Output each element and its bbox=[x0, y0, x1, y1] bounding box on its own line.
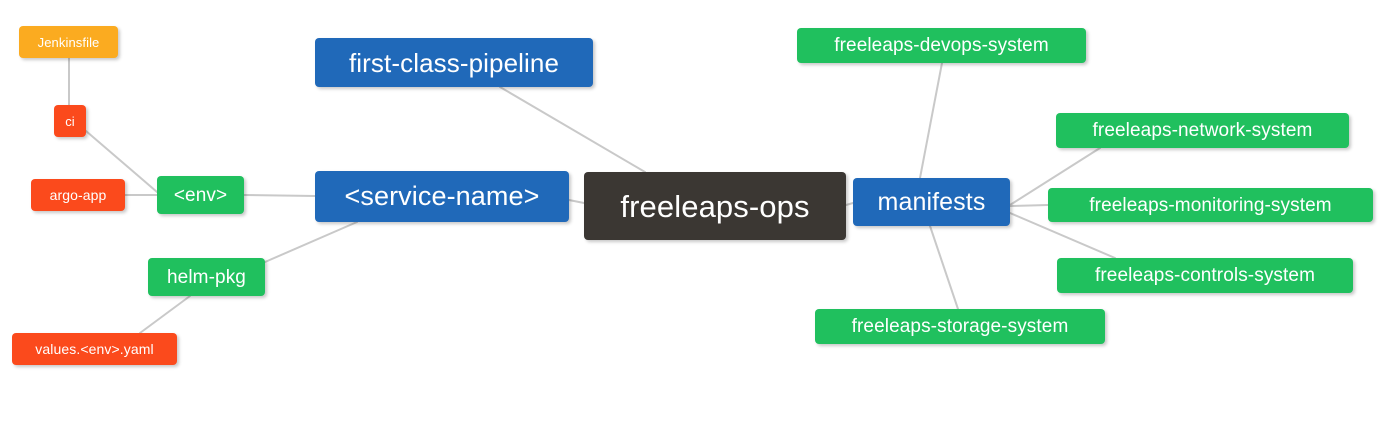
node-label-manifests: manifests bbox=[877, 187, 986, 216]
node-label-helm-pkg: helm-pkg bbox=[167, 266, 246, 288]
edge-service-name-to-helm-pkg bbox=[264, 221, 358, 263]
node-manifests[interactable]: manifests bbox=[853, 178, 1010, 226]
node-controls-system[interactable]: freeleaps-controls-system bbox=[1057, 258, 1353, 293]
node-argo-app[interactable]: argo-app bbox=[31, 179, 125, 211]
node-devops-system[interactable]: freeleaps-devops-system bbox=[797, 28, 1086, 63]
node-helm-pkg[interactable]: helm-pkg bbox=[148, 258, 265, 296]
edge-freeleaps-ops-to-manifests bbox=[845, 202, 854, 206]
node-label-service-name: <service-name> bbox=[344, 181, 540, 211]
node-label-jenkinsfile: Jenkinsfile bbox=[37, 34, 100, 50]
edge-helm-pkg-to-values-yaml bbox=[139, 295, 191, 334]
edge-manifests-to-monitoring-system bbox=[1009, 204, 1049, 207]
node-label-freeleaps-ops: freeleaps-ops bbox=[620, 188, 810, 224]
node-label-pipeline: first-class-pipeline bbox=[348, 47, 560, 78]
node-storage-system[interactable]: freeleaps-storage-system bbox=[815, 309, 1105, 344]
node-network-system[interactable]: freeleaps-network-system bbox=[1056, 113, 1349, 148]
node-freeleaps-ops[interactable]: freeleaps-ops bbox=[584, 172, 846, 240]
edge-manifests-to-devops-system bbox=[919, 62, 943, 179]
node-ci[interactable]: ci bbox=[54, 105, 86, 137]
node-monitoring-system[interactable]: freeleaps-monitoring-system bbox=[1048, 188, 1373, 222]
node-label-devops-system: freeleaps-devops-system bbox=[834, 35, 1049, 56]
node-label-argo-app: argo-app bbox=[49, 187, 107, 203]
edge-manifests-to-storage-system bbox=[929, 225, 959, 310]
node-service-name[interactable]: <service-name> bbox=[315, 171, 569, 222]
node-label-ci: ci bbox=[65, 113, 75, 129]
edge-pipeline-to-freeleaps-ops bbox=[499, 86, 646, 173]
node-label-values-yaml: values.<env>.yaml bbox=[35, 341, 154, 357]
edge-env-to-service-name bbox=[243, 194, 316, 197]
node-label-env: <env> bbox=[173, 184, 228, 206]
edge-service-name-to-freeleaps-ops bbox=[568, 199, 585, 204]
node-label-controls-system: freeleaps-controls-system bbox=[1094, 265, 1316, 286]
node-values-yaml[interactable]: values.<env>.yaml bbox=[12, 333, 177, 365]
node-env[interactable]: <env> bbox=[157, 176, 244, 214]
node-pipeline[interactable]: first-class-pipeline bbox=[315, 38, 593, 87]
node-label-network-system: freeleaps-network-system bbox=[1092, 120, 1313, 141]
node-label-storage-system: freeleaps-storage-system bbox=[851, 316, 1069, 337]
node-jenkinsfile[interactable]: Jenkinsfile bbox=[19, 26, 118, 58]
node-label-monitoring-system: freeleaps-monitoring-system bbox=[1089, 194, 1332, 216]
